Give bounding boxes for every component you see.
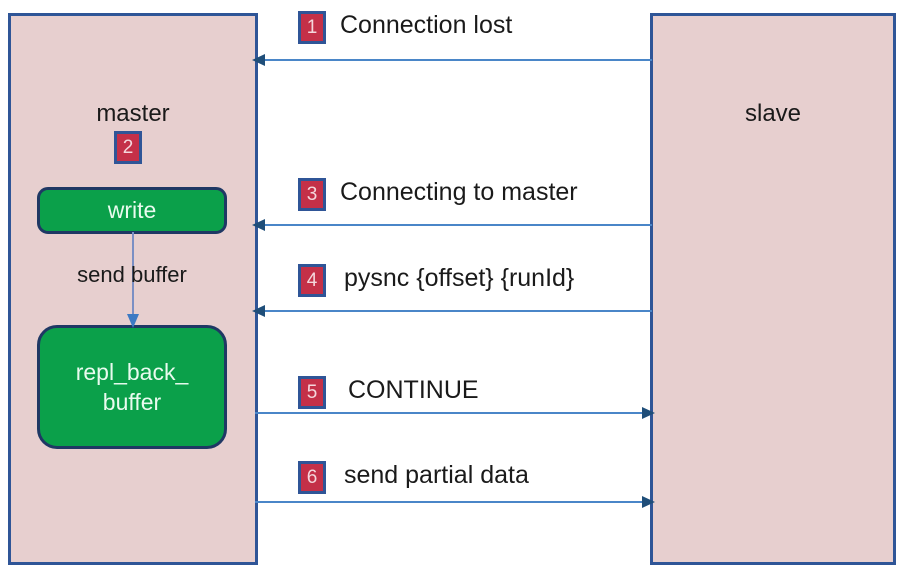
slave-node-box: slave xyxy=(650,13,896,565)
repl-back-buffer-box: repl_back_ buffer xyxy=(37,325,227,449)
message-label-6: send partial data xyxy=(344,461,529,489)
repl-back-buffer-label-line2: buffer xyxy=(102,389,162,415)
message-badge-4: 4 xyxy=(298,264,326,297)
message-badge-5: 5 xyxy=(298,376,326,409)
slave-node-label: slave xyxy=(744,100,802,127)
message-label-5: CONTINUE xyxy=(348,376,479,404)
step-badge-2: 2 xyxy=(114,131,142,164)
write-box: write xyxy=(37,187,227,234)
message-arrow-4 xyxy=(252,304,652,318)
message-label-4: pysnc {offset} {runId} xyxy=(344,264,575,292)
message-badge-1: 1 xyxy=(298,11,326,44)
message-label-3: Connecting to master xyxy=(340,178,578,206)
message-arrow-1 xyxy=(252,53,652,67)
message-arrow-5 xyxy=(255,406,655,420)
message-arrow-6 xyxy=(255,495,655,509)
message-badge-3: 3 xyxy=(298,178,326,211)
repl-back-buffer-label: repl_back_ buffer xyxy=(76,357,189,417)
master-node-label: master xyxy=(96,100,170,127)
repl-back-buffer-label-line1: repl_back_ xyxy=(75,359,189,385)
message-arrow-3 xyxy=(252,218,652,232)
message-badge-6: 6 xyxy=(298,461,326,494)
send-buffer-label: send buffer xyxy=(77,262,187,287)
send-buffer-arrow xyxy=(120,232,146,328)
write-box-label: write xyxy=(107,197,157,223)
message-label-1: Connection lost xyxy=(340,11,513,39)
